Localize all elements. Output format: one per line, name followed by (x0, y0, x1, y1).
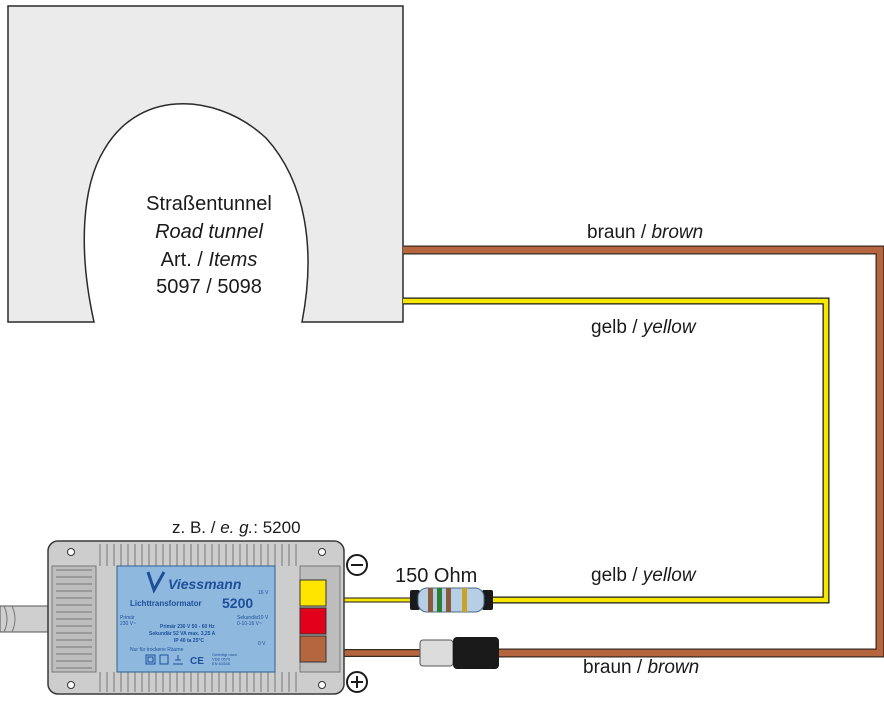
v16-text: 16 V (258, 590, 269, 596)
light-transformer (47, 540, 345, 695)
brown-wire-connector (419, 637, 499, 669)
model-text: 5200 (222, 595, 253, 611)
art-label: Items (208, 249, 258, 271)
tunnel-name-de: Straßentunnel (146, 193, 272, 215)
minus-polarity-icon (346, 554, 368, 576)
spec-line3: IP 40 ta 25°C (174, 638, 204, 644)
resistor-150-ohm (410, 587, 493, 613)
caption-suffix: : 5200 (253, 518, 301, 537)
certification-icons: CE (145, 654, 204, 667)
ce-mark-text: CE (190, 656, 204, 667)
product-text: Lichttransformator (130, 599, 202, 608)
yellow-wire (403, 297, 830, 604)
caption-eg: e. g. (220, 518, 254, 537)
road-tunnel-portal (7, 5, 404, 323)
transformer-label: Viessmann Lichttransformator 5200 16 V P… (120, 571, 269, 667)
spec-line2: Sekundär 52 VA max. 3,25 A (149, 631, 216, 637)
tunnel-item-numbers: 5097 / 5098 (156, 276, 262, 298)
label-brown-top: braun / brown (587, 223, 703, 242)
label-brown-bottom: braun / brown (583, 658, 699, 677)
v10-text: 10 V (258, 615, 269, 621)
resistor-label: 150 Ohm (395, 565, 478, 587)
tunnel-name-en: Road tunnel (155, 221, 263, 243)
label-brown-bottom-en: brown (647, 657, 700, 678)
art-prefix: Art. / (160, 249, 209, 271)
label-yellow-top: gelb / yellow (591, 318, 696, 337)
label-yellow-top-de: gelb / (591, 317, 643, 338)
label-brown-bottom-de: braun / (583, 657, 648, 678)
label-brown-top-de: braun / (587, 222, 652, 243)
label-brown-top-en: brown (651, 222, 704, 243)
tunnel-art-label: Art. / Items (96, 250, 322, 270)
label-yellow-top-en: yellow (642, 317, 696, 338)
label-yellow-bottom-en: yellow (642, 565, 696, 586)
viessmann-logo-icon (146, 571, 166, 594)
v0-text: 0 V (258, 641, 266, 647)
mains-cable (0, 605, 51, 633)
label-yellow-bottom-de: gelb / (591, 565, 643, 586)
plus-polarity-icon (346, 671, 368, 693)
caption-prefix: z. B. / (172, 518, 221, 537)
label-yellow-bottom: gelb / yellow (591, 566, 696, 585)
transformer-caption: z. B. / e. g.: 5200 (172, 519, 301, 536)
brand-text: Viessmann (168, 576, 241, 592)
spec-line1: Primär 230 V 50 - 60 Hz (160, 624, 215, 630)
indoor-text: Nur für trockene Räume (130, 647, 184, 653)
